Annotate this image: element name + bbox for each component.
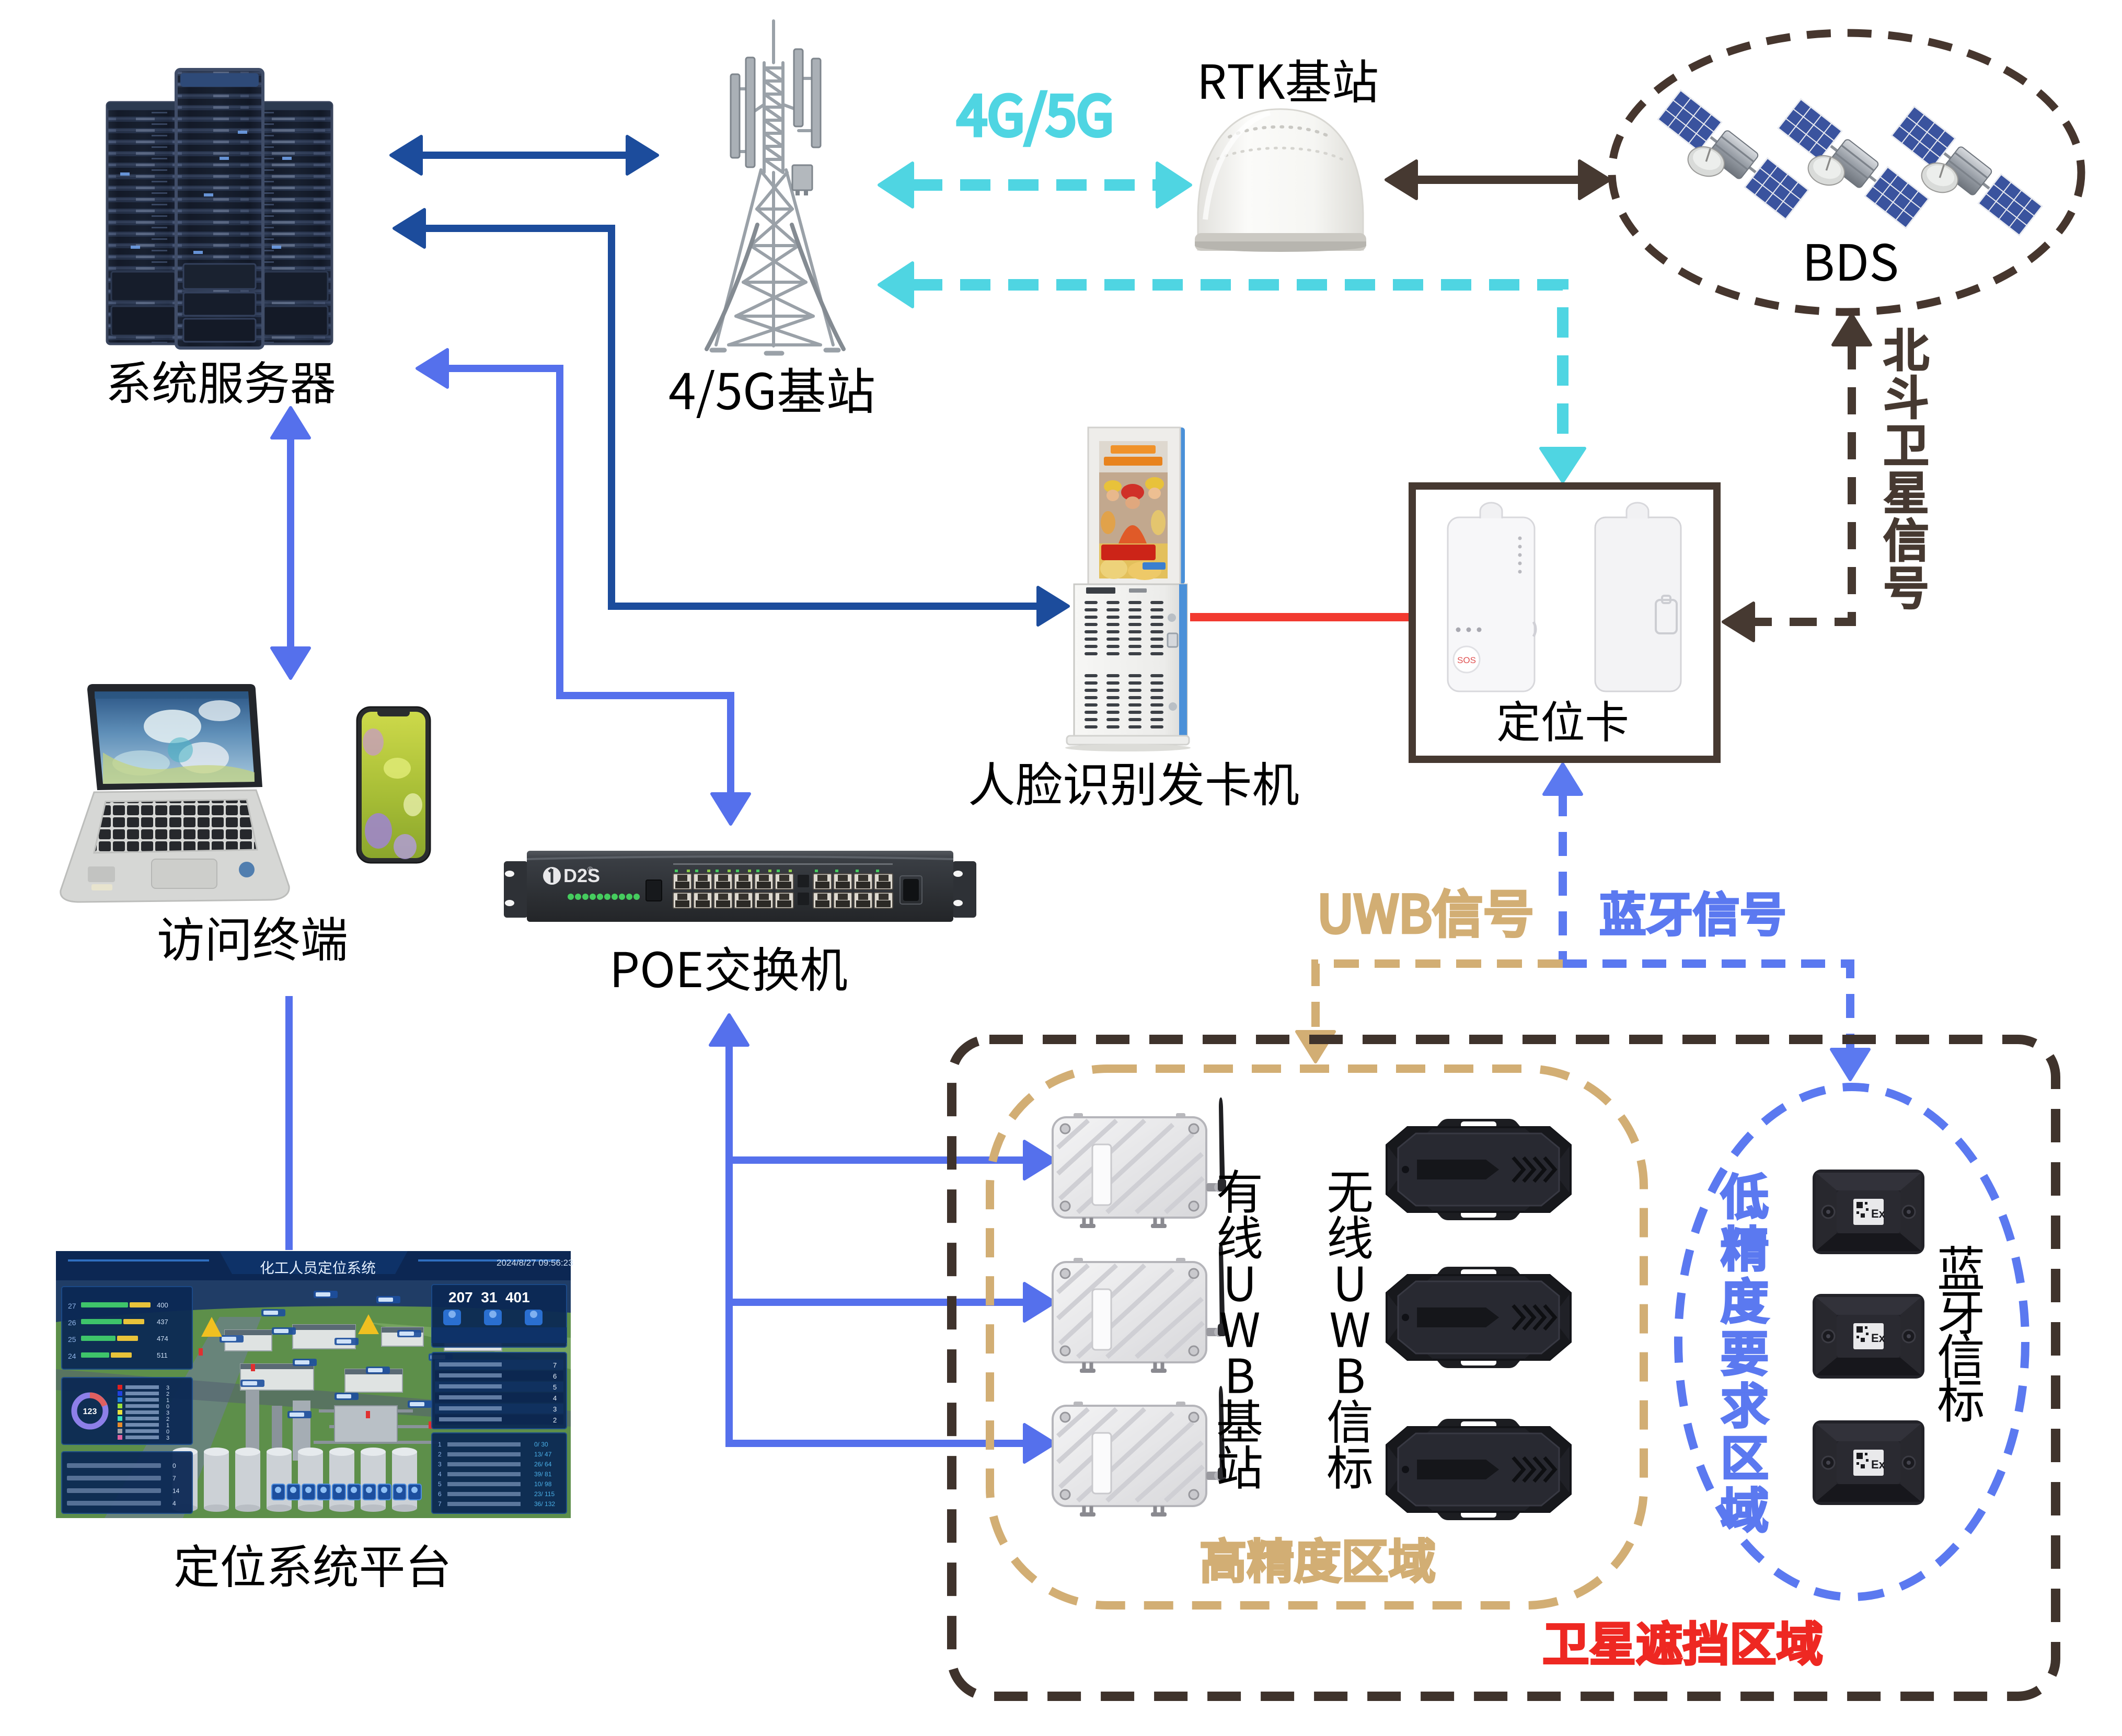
svg-text:3: 3 bbox=[166, 1385, 169, 1391]
svg-text:437: 437 bbox=[157, 1318, 168, 1326]
svg-text:0: 0 bbox=[172, 1462, 176, 1469]
svg-text:24: 24 bbox=[68, 1352, 76, 1360]
svg-text:39/ 81: 39/ 81 bbox=[534, 1471, 552, 1478]
svg-text:3: 3 bbox=[553, 1405, 557, 1413]
svg-text:123: 123 bbox=[83, 1407, 97, 1416]
svg-text:®: ® bbox=[587, 865, 593, 873]
svg-text:2: 2 bbox=[166, 1416, 169, 1422]
svg-text:5: 5 bbox=[553, 1383, 557, 1391]
svg-text:511: 511 bbox=[157, 1351, 168, 1359]
svg-text:400: 400 bbox=[157, 1301, 168, 1309]
svg-text:27: 27 bbox=[68, 1302, 76, 1310]
svg-text:1: 1 bbox=[438, 1441, 442, 1448]
svg-text:2: 2 bbox=[166, 1391, 169, 1397]
svg-text:2024/8/27 09:56:23: 2024/8/27 09:56:23 bbox=[497, 1258, 573, 1268]
svg-text:6: 6 bbox=[553, 1372, 557, 1380]
svg-text:25: 25 bbox=[68, 1335, 76, 1344]
svg-text:14: 14 bbox=[172, 1487, 180, 1495]
svg-text:474: 474 bbox=[157, 1335, 168, 1342]
svg-text:1: 1 bbox=[166, 1422, 169, 1429]
svg-text:4: 4 bbox=[553, 1394, 557, 1402]
svg-text:23/ 115: 23/ 115 bbox=[534, 1490, 555, 1498]
svg-text:36/ 132: 36/ 132 bbox=[534, 1500, 555, 1508]
svg-text:26: 26 bbox=[68, 1318, 76, 1327]
svg-text:4: 4 bbox=[172, 1500, 176, 1507]
svg-text:3: 3 bbox=[438, 1461, 442, 1468]
svg-text:13/ 47: 13/ 47 bbox=[534, 1451, 552, 1458]
svg-text:26/ 64: 26/ 64 bbox=[534, 1461, 552, 1468]
svg-text:1: 1 bbox=[166, 1397, 169, 1404]
svg-text:0: 0 bbox=[166, 1429, 169, 1435]
svg-text:207 31 401: 207 31 401 bbox=[448, 1289, 530, 1305]
svg-text:7: 7 bbox=[172, 1475, 176, 1482]
svg-text:4: 4 bbox=[438, 1471, 442, 1478]
svg-text:2: 2 bbox=[438, 1451, 442, 1458]
svg-text:2: 2 bbox=[553, 1416, 557, 1424]
svg-text:6: 6 bbox=[438, 1490, 442, 1498]
svg-text:0/ 30: 0/ 30 bbox=[534, 1441, 548, 1448]
svg-text:7: 7 bbox=[553, 1361, 557, 1369]
svg-text:7: 7 bbox=[438, 1500, 442, 1508]
svg-text:10/ 98: 10/ 98 bbox=[534, 1480, 552, 1488]
svg-text:3: 3 bbox=[166, 1410, 169, 1416]
svg-text:SOS: SOS bbox=[1457, 655, 1476, 665]
svg-text:5: 5 bbox=[438, 1480, 442, 1488]
svg-text:0: 0 bbox=[166, 1404, 169, 1410]
svg-text:D2S: D2S bbox=[563, 865, 600, 886]
svg-text:3: 3 bbox=[166, 1435, 169, 1441]
